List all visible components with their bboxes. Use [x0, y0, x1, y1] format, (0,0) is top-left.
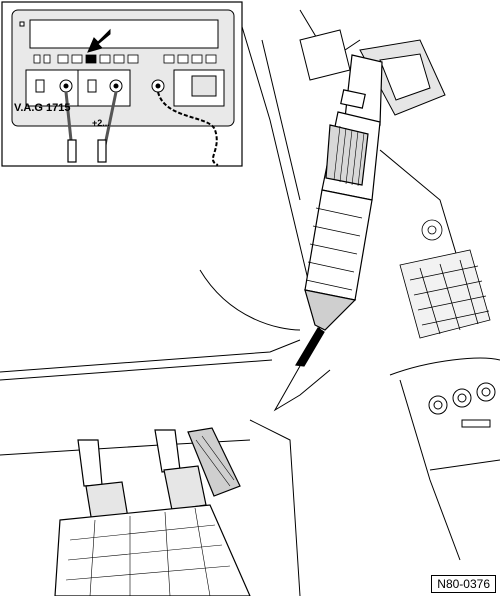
- heater-knobs: [428, 382, 496, 428]
- test-leads: [64, 91, 219, 166]
- callout-lines: [199, 269, 331, 412]
- figure-id-label: N80-0376: [431, 575, 496, 593]
- pedal-brake: [154, 429, 207, 511]
- pedal-accelerator: [187, 427, 241, 497]
- multimeter-buttons: [33, 54, 217, 64]
- selection-arrow-icon: [87, 28, 111, 53]
- voltage-tester-probe: [295, 54, 383, 367]
- device-model-label: V.A.G 1715: [14, 102, 71, 114]
- floor-mat: [54, 504, 251, 596]
- multimeter-body: [11, 9, 235, 127]
- dash-grille: [399, 219, 491, 339]
- device-voltage-label: +2...: [92, 118, 110, 128]
